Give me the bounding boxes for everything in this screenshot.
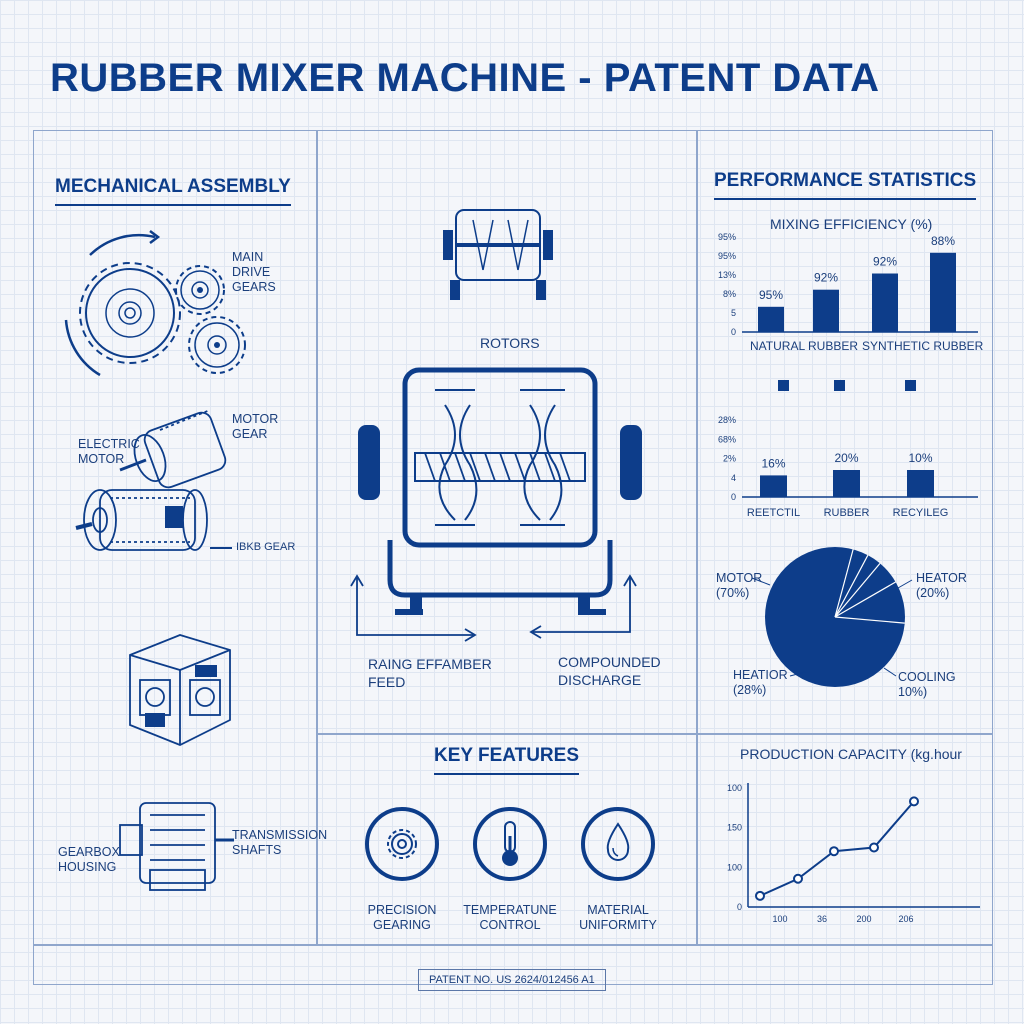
bar — [760, 475, 787, 497]
category-label: RECYILEG — [893, 507, 949, 519]
y-tick-label: 8% — [723, 289, 736, 299]
pie-label-motor: MOTOR (70%) — [716, 571, 763, 600]
y-tick-label: 28% — [718, 415, 736, 425]
pie-label-heator: HEATOR (20%) — [916, 571, 967, 600]
electric-motor-label: ELECTRIC MOTOR — [78, 437, 140, 466]
divider-features — [316, 733, 992, 735]
discharge-arrow-icon — [529, 574, 637, 639]
pie-slice-divider — [834, 554, 869, 618]
material-chart: 28% 68% 2% 4 0 16% REETCTIL 20% RUBBER 10% RECYILE… — [718, 415, 978, 519]
pie-slice-divider — [834, 562, 881, 618]
y-tick-label: 2% — [723, 454, 736, 464]
mixing-efficiency-chart: 95% 95% 13% 8% 5 0 95% 92% 92% 88% NATURAL RUBBER S… — [718, 232, 984, 353]
pie-label-cooling: COOLING 10%) — [898, 670, 956, 699]
x-tick-label: 206 — [898, 914, 913, 924]
bar — [872, 273, 898, 332]
feature-label-precision: PRECISION GEARING — [367, 903, 437, 932]
mechanical-heading: MECHANICAL ASSEMBLY — [55, 176, 291, 206]
data-label: 92% — [814, 271, 838, 285]
divider-right — [696, 130, 698, 945]
pie-leader — [789, 671, 806, 677]
data-label: 10% — [908, 451, 932, 465]
patent-number: PATENT NO. US 2624/012456 A1 — [418, 969, 606, 991]
category-label: SYNTHETIC RUBBER — [862, 339, 984, 353]
transmission-shafts-label: TRANSMISSION SHAFTS — [232, 828, 328, 857]
y-tick-label: 68% — [718, 434, 736, 444]
data-label: 92% — [873, 255, 897, 269]
y-tick-label: 150 — [727, 823, 742, 833]
y-tick-label: 95% — [718, 232, 736, 242]
page-title: RUBBER MIXER MACHINE - PATENT DATA — [50, 56, 880, 100]
x-tick-label: 100 — [772, 914, 787, 924]
data-label: 88% — [931, 234, 955, 248]
feature-label-uniformity: MATERIAL UNIFORMITY — [579, 903, 657, 932]
y-tick-label: 0 — [731, 327, 736, 337]
performance-heading: PERFORMANCE STATISTICS — [714, 170, 977, 200]
y-tick-label: 95% — [718, 251, 736, 261]
chart4-title: PRODUCTION CAPACITY (kg.hour — [740, 746, 962, 762]
y-tick-label: 100 — [727, 862, 742, 872]
category-label: RUBBER — [824, 507, 870, 519]
features-heading: KEY FEATURES — [434, 745, 579, 775]
y-tick-label: 4 — [731, 473, 736, 483]
data-point — [909, 796, 919, 807]
data-point — [829, 846, 839, 857]
pie-label-heatior: HEATIOR (28%) — [733, 668, 788, 697]
main-drive-gears-label: MAIN DRIVE GEARS — [232, 250, 276, 294]
rotors-label: ROTORS — [480, 335, 540, 351]
bar — [758, 306, 784, 332]
production-capacity-chart: 100 150 100 0 100 36 200 206 — [727, 783, 980, 924]
category-label: REETCTIL — [747, 507, 800, 519]
y-tick-label: 0 — [737, 902, 742, 912]
main-drive-gears-icon — [64, 230, 246, 377]
data-label: 95% — [759, 288, 783, 302]
bar — [833, 470, 860, 497]
y-tick-label: 13% — [718, 270, 736, 280]
data-point — [793, 873, 803, 884]
divider-footer — [33, 944, 993, 946]
y-tick-label: 0 — [731, 492, 736, 502]
chart1-title: MIXING EFFICIENCY (%) — [770, 216, 933, 232]
y-tick-label: 100 — [727, 783, 742, 793]
x-tick-label: 200 — [856, 914, 871, 924]
divider-left — [316, 130, 318, 945]
gear-icon — [365, 807, 439, 881]
pie-slice-divider — [834, 581, 896, 618]
discharge-label: COMPOUNDED DISCHARGE — [558, 654, 661, 688]
category-label: NATURAL RUBBER — [750, 339, 858, 353]
transmission-shafts-icon — [119, 802, 234, 891]
mixer-top-view-icon — [443, 209, 553, 300]
y-tick-label: 5 — [731, 308, 736, 318]
data-point — [869, 842, 879, 853]
energy-pie-chart — [751, 547, 913, 687]
pie-leader — [897, 579, 913, 589]
data-label: 20% — [834, 451, 858, 465]
data-point — [755, 890, 765, 901]
gearbox-housing-label: GEARBOX HOUSING — [58, 845, 120, 874]
gearbox-icon — [129, 634, 231, 746]
x-tick-label: 36 — [817, 914, 827, 924]
bar — [930, 252, 956, 332]
bar — [907, 470, 934, 497]
motor-gear-label: MOTOR GEAR — [232, 412, 279, 441]
electric-motor-icon — [75, 409, 227, 551]
separator-square — [905, 380, 916, 391]
ibkb-gear-leader — [210, 547, 232, 549]
pie-leader — [883, 667, 897, 677]
separator-square — [778, 380, 789, 391]
droplet-icon — [581, 807, 655, 881]
feed-label: RAING EFFAMBER FEED — [368, 656, 492, 690]
feature-label-temperature: TEMPERATUNE CONTROL — [463, 903, 557, 932]
feed-arrow-icon — [350, 574, 477, 642]
pie-leader — [751, 577, 771, 586]
pie-slice-divider — [834, 549, 854, 618]
main-frame — [33, 130, 993, 985]
pie-slice-divider — [834, 616, 905, 624]
mixer-machine-icon — [358, 367, 642, 615]
data-label: 16% — [761, 456, 785, 470]
thermometer-icon — [473, 807, 547, 881]
bar — [813, 289, 839, 332]
separator-square — [834, 380, 845, 391]
ibkb-gear-label: IBKB GEAR — [236, 541, 296, 553]
